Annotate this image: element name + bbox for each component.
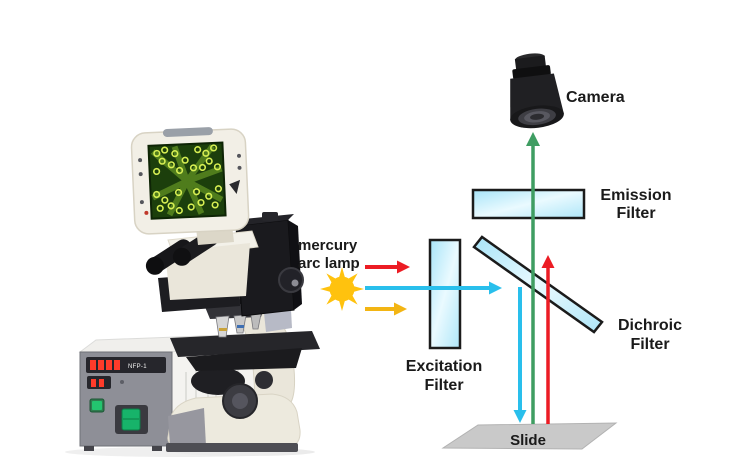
- camera-label: Camera: [566, 89, 625, 106]
- base-bottom: [166, 443, 298, 452]
- camera-icon: [510, 53, 564, 129]
- mercury-arc-lamp-label-line2: arc lamp: [298, 255, 360, 272]
- microscope-photo: NFP-1: [65, 127, 320, 457]
- lcd-monitor: [130, 127, 250, 235]
- monitor-top-notch: [162, 127, 213, 137]
- lamp-housing-knob: [278, 267, 304, 293]
- emission-filter-label-line2: Filter: [616, 205, 655, 222]
- led-digits: [90, 360, 120, 370]
- dichroic-filter-label-line1: Dichroic: [618, 317, 682, 334]
- power-supply-model-label: NFP-1: [128, 364, 147, 370]
- sun-icon: [320, 267, 364, 311]
- stage-lower: [186, 348, 302, 371]
- excitation-filter: [428, 238, 462, 350]
- base-left-face: [168, 408, 206, 446]
- monitor-buttons: [138, 153, 242, 205]
- emission-filter-label-line1: Emission: [600, 187, 671, 204]
- objective: [215, 315, 230, 338]
- dichroic-filter-label-line2: Filter: [630, 336, 669, 353]
- emission-filter: [471, 188, 586, 220]
- excitation-filter-label-line1: Excitation: [406, 358, 482, 375]
- mercury-arc-lamp-label-line1: mercury: [298, 237, 358, 254]
- slide-label: Slide: [510, 432, 546, 449]
- fluorescence-image: [150, 144, 224, 217]
- labels: mercury arc lamp Camera Emission Filter …: [298, 89, 682, 449]
- slide: [441, 422, 618, 450]
- dichroic-filter: [472, 235, 604, 334]
- excitation-filter-label-line2: Filter: [424, 377, 463, 394]
- microscope-body: [145, 212, 320, 452]
- monitor-logo: [229, 179, 241, 194]
